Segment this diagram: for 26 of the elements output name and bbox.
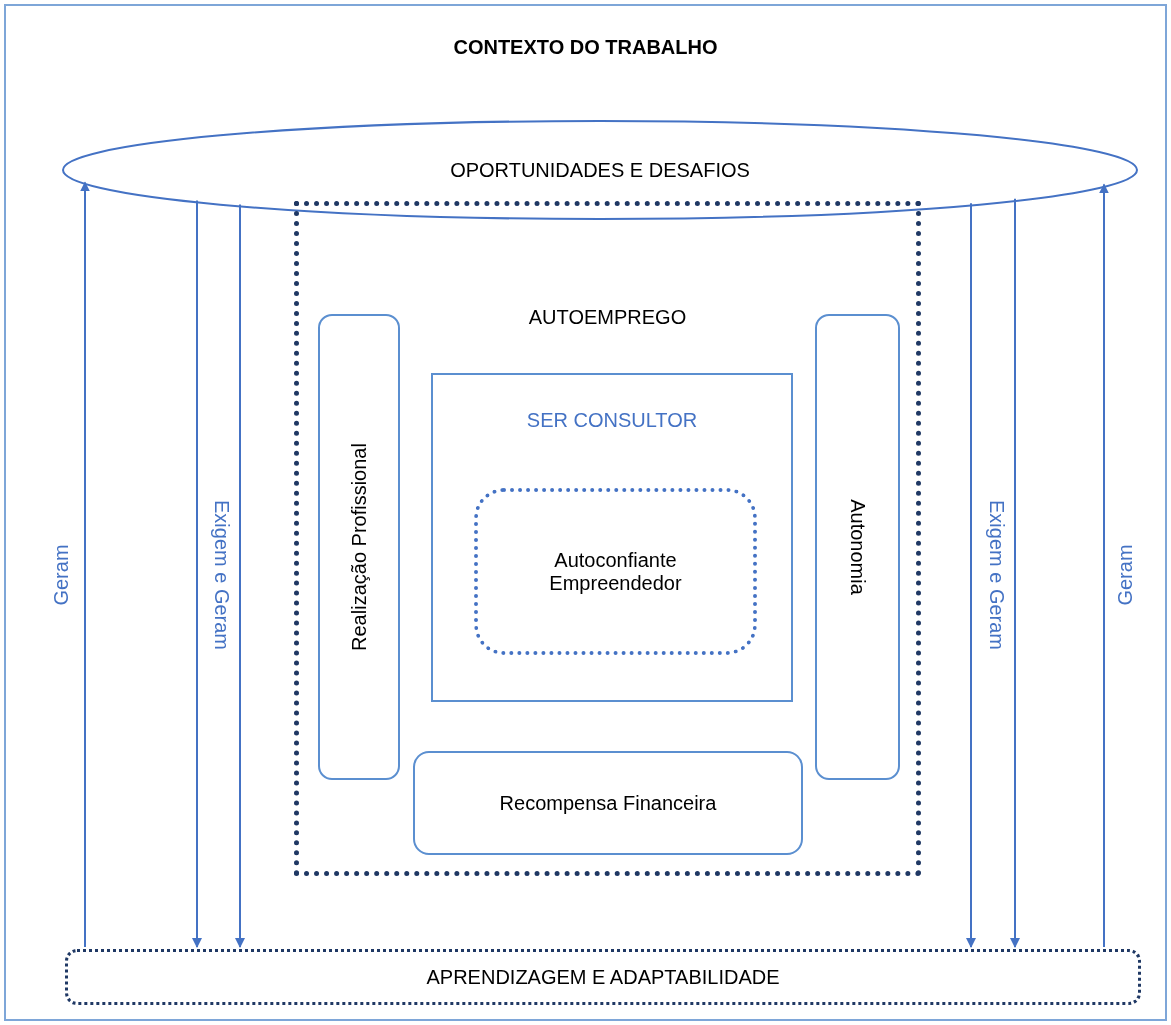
arrow [1099,183,1109,948]
edge-label: Geram [1114,544,1137,606]
arrow [80,181,90,948]
dotted-rounded-box [474,488,757,655]
node-label: Autonomia [846,499,869,595]
node-label: SER CONSULTOR [526,409,698,432]
node-label: AUTOEMPREGO [528,306,687,329]
node-label: Realização Profissional [347,443,371,651]
context-frame [4,4,1167,1021]
heading: CONTEXTO DO TRABALHO [453,36,718,59]
rounded-box [318,314,400,780]
self-employment-box [294,201,921,876]
consultant-box [431,373,793,702]
edge-label: Exigem e Geram [210,499,233,651]
rounded-box [815,314,900,780]
rounded-box [413,751,803,855]
edge-label: Geram [50,544,73,606]
edge-label: Exigem e Geram [985,499,1008,651]
arrow [1010,197,1020,948]
opportunities-ellipse [62,120,1138,220]
node-label: APRENDIZAGEM E ADAPTABILIDADE [426,965,780,989]
learning-box [65,949,1141,1005]
node-label: Recompensa Financeira [499,791,717,815]
node-label: OPORTUNIDADES E DESAFIOS [450,158,750,182]
node-label: Autoconfiante Empreendedor [548,548,683,595]
arrow [966,202,976,948]
